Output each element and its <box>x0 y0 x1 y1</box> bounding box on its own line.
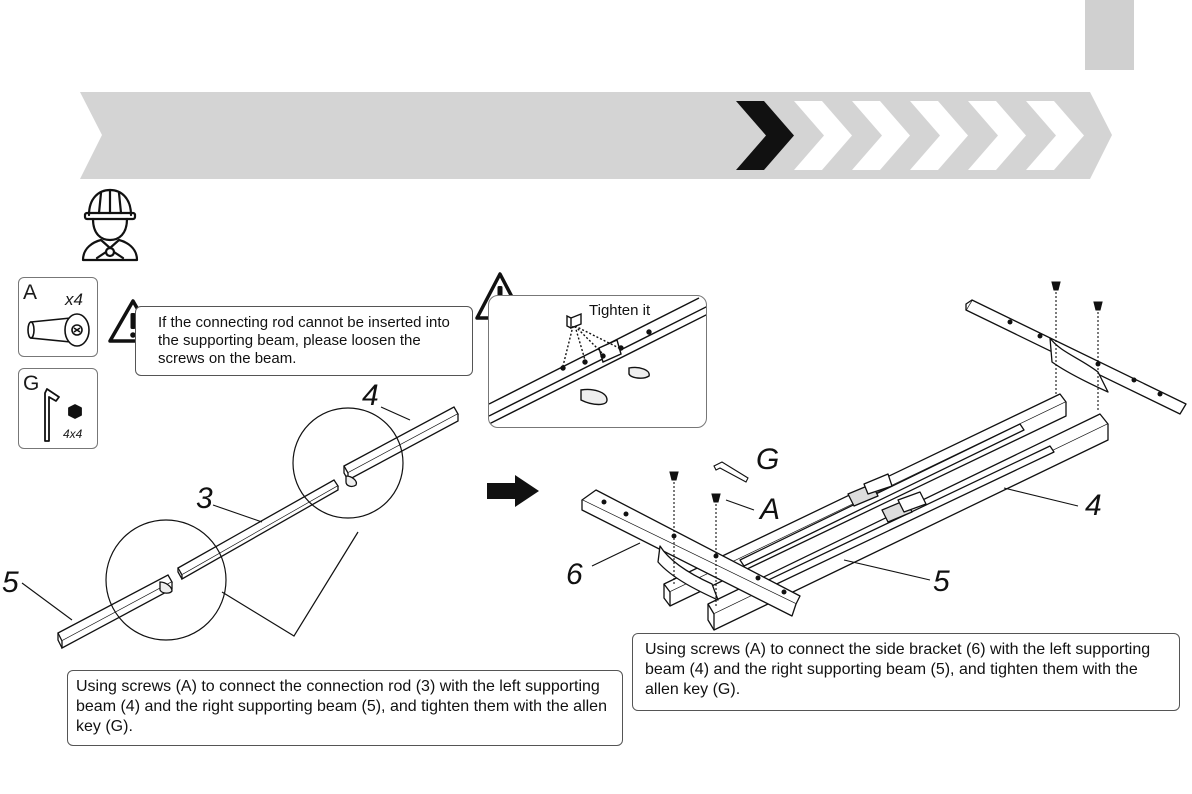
label-a: A <box>760 493 781 526</box>
allen-key-icon <box>44 388 82 442</box>
detail-inset: Tighten it <box>488 295 707 428</box>
next-arrow-icon <box>487 475 539 507</box>
label-3: 3 <box>196 482 213 515</box>
part-card-allen-key: G 4x4 <box>18 368 98 449</box>
step-chevrons <box>736 101 1084 170</box>
step-chevron-active <box>736 101 794 170</box>
label-4-left: 4 <box>362 379 379 412</box>
worker-icon <box>81 188 139 262</box>
page-tab <box>1085 0 1134 70</box>
left-diagram <box>21 406 459 650</box>
step-chevron <box>910 101 968 170</box>
banner-band <box>80 92 1112 179</box>
step-chevron <box>1026 101 1084 170</box>
label-6: 6 <box>566 558 583 591</box>
caption-right: Using screws (A) to connect the side bra… <box>632 633 1180 711</box>
label-4-right: 4 <box>1085 489 1102 522</box>
part-card-screw: A x4 <box>18 277 98 357</box>
part-letter: A <box>23 281 38 304</box>
caption-right-text: Using screws (A) to connect the side bra… <box>645 641 1151 698</box>
label-g: G <box>756 443 780 476</box>
caption-left-text: Using screws (A) to connect the connecti… <box>76 678 607 735</box>
part-qty: x4 <box>65 290 83 309</box>
warning-text: If the connecting rod cannot be inserted… <box>158 314 450 367</box>
detail-drawing <box>489 297 706 425</box>
warning-note: If the connecting rod cannot be inserted… <box>135 306 473 376</box>
right-diagram <box>581 281 1187 631</box>
part-qty: 4x4 <box>63 427 83 441</box>
step-chevron <box>968 101 1026 170</box>
part-letter: G <box>23 372 40 395</box>
label-5-right: 5 <box>933 565 950 598</box>
label-5-left: 5 <box>2 566 19 599</box>
step-chevron <box>852 101 910 170</box>
detail-label: Tighten it <box>589 302 651 319</box>
screw-icon <box>27 313 90 347</box>
caption-left: Using screws (A) to connect the connecti… <box>67 670 623 746</box>
step-banner <box>80 92 1112 179</box>
step-chevron <box>794 101 852 170</box>
